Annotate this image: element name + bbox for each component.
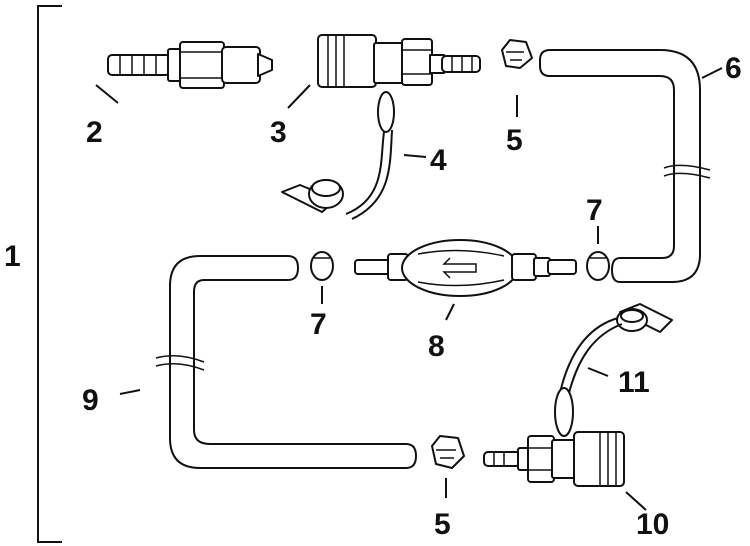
part-11-tethered-cap <box>554 303 673 437</box>
label-8: 8 <box>428 330 445 363</box>
part-9-fuel-hose <box>155 255 417 469</box>
label-5-bottom: 5 <box>434 508 451 541</box>
label-1: 1 <box>4 240 21 273</box>
leader-4 <box>403 154 427 158</box>
leader-8 <box>445 303 455 321</box>
label-2: 2 <box>86 116 103 149</box>
assembly-bracket <box>37 5 62 543</box>
leader-6 <box>701 67 723 79</box>
part-8-primer-bulb <box>354 239 577 297</box>
leader-10 <box>625 491 647 511</box>
part-5-hose-clamp-bottom <box>431 435 465 469</box>
label-3: 3 <box>270 116 287 149</box>
label-5-top: 5 <box>506 124 523 157</box>
label-11: 11 <box>618 366 650 399</box>
part-7-clamp-right <box>586 251 610 281</box>
label-7-right: 7 <box>586 194 603 227</box>
leader-9 <box>119 389 141 395</box>
part-10-engine-connector <box>483 431 625 487</box>
leader-3 <box>287 84 311 109</box>
part-2-male-connector <box>107 41 273 89</box>
label-7-left: 7 <box>310 308 327 341</box>
label-6: 6 <box>725 52 742 85</box>
label-4: 4 <box>430 144 447 177</box>
part-5-hose-clamp-top <box>501 39 533 69</box>
leader-2 <box>95 84 119 104</box>
part-7-clamp-left <box>310 251 334 281</box>
part-3-female-connector <box>317 34 481 88</box>
leader-11 <box>587 367 609 377</box>
label-10: 10 <box>636 508 669 541</box>
label-9: 9 <box>82 384 99 417</box>
part-4-tethered-cap <box>281 91 395 220</box>
part-6-fuel-hose <box>539 49 711 283</box>
